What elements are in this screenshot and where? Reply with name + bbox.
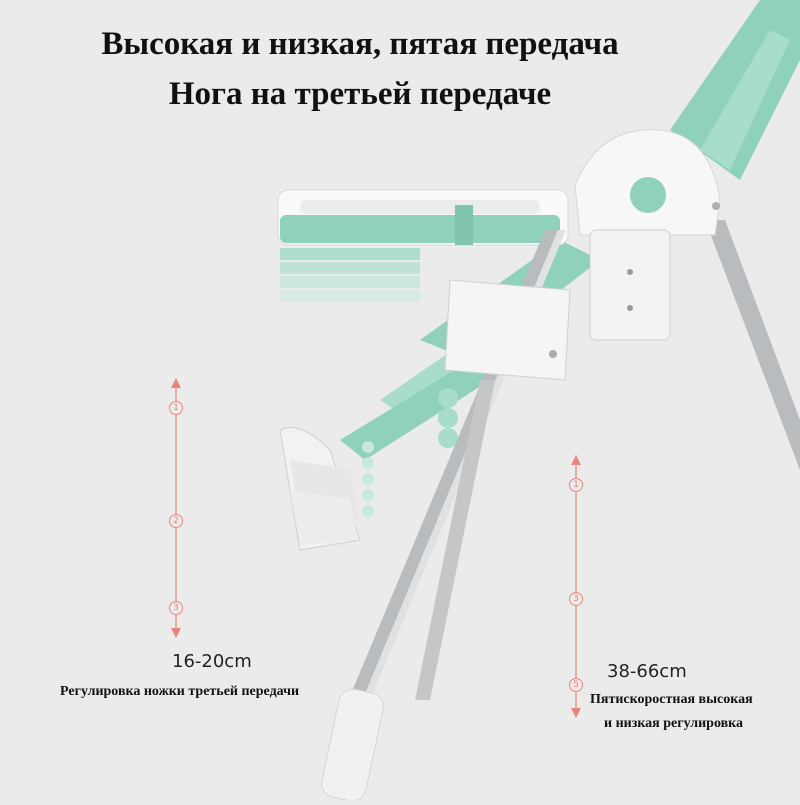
right-caption-line-1: Пятискоростная высокая xyxy=(590,692,753,707)
right-scale-mark-1: 1 xyxy=(569,478,583,492)
right-caption-line-2: и низкая регулировка xyxy=(604,716,744,731)
right-range-label: 38-66cm xyxy=(607,661,687,682)
left-scale-mark-3: 3 xyxy=(169,601,183,615)
left-caption: Регулировка ножки третьей передачи xyxy=(60,684,300,699)
tray-stack xyxy=(277,189,569,302)
footrest-stack xyxy=(279,388,458,551)
headline-line-2: Нога на третьей передаче xyxy=(168,76,552,112)
left-scale-mark-2: 2 xyxy=(169,514,183,528)
right-scale-mark-3: 3 xyxy=(569,592,583,606)
hinge-housing xyxy=(444,129,721,381)
left-scale-mark-1: 1 xyxy=(169,401,183,415)
right-scale-mark-5: 5 xyxy=(569,678,583,692)
left-height-arrow xyxy=(171,378,181,638)
right-height-arrow xyxy=(571,455,581,718)
headline-line-1: Высокая и низкая, пятая передача xyxy=(101,26,619,62)
left-range-label: 16-20cm xyxy=(172,651,252,672)
